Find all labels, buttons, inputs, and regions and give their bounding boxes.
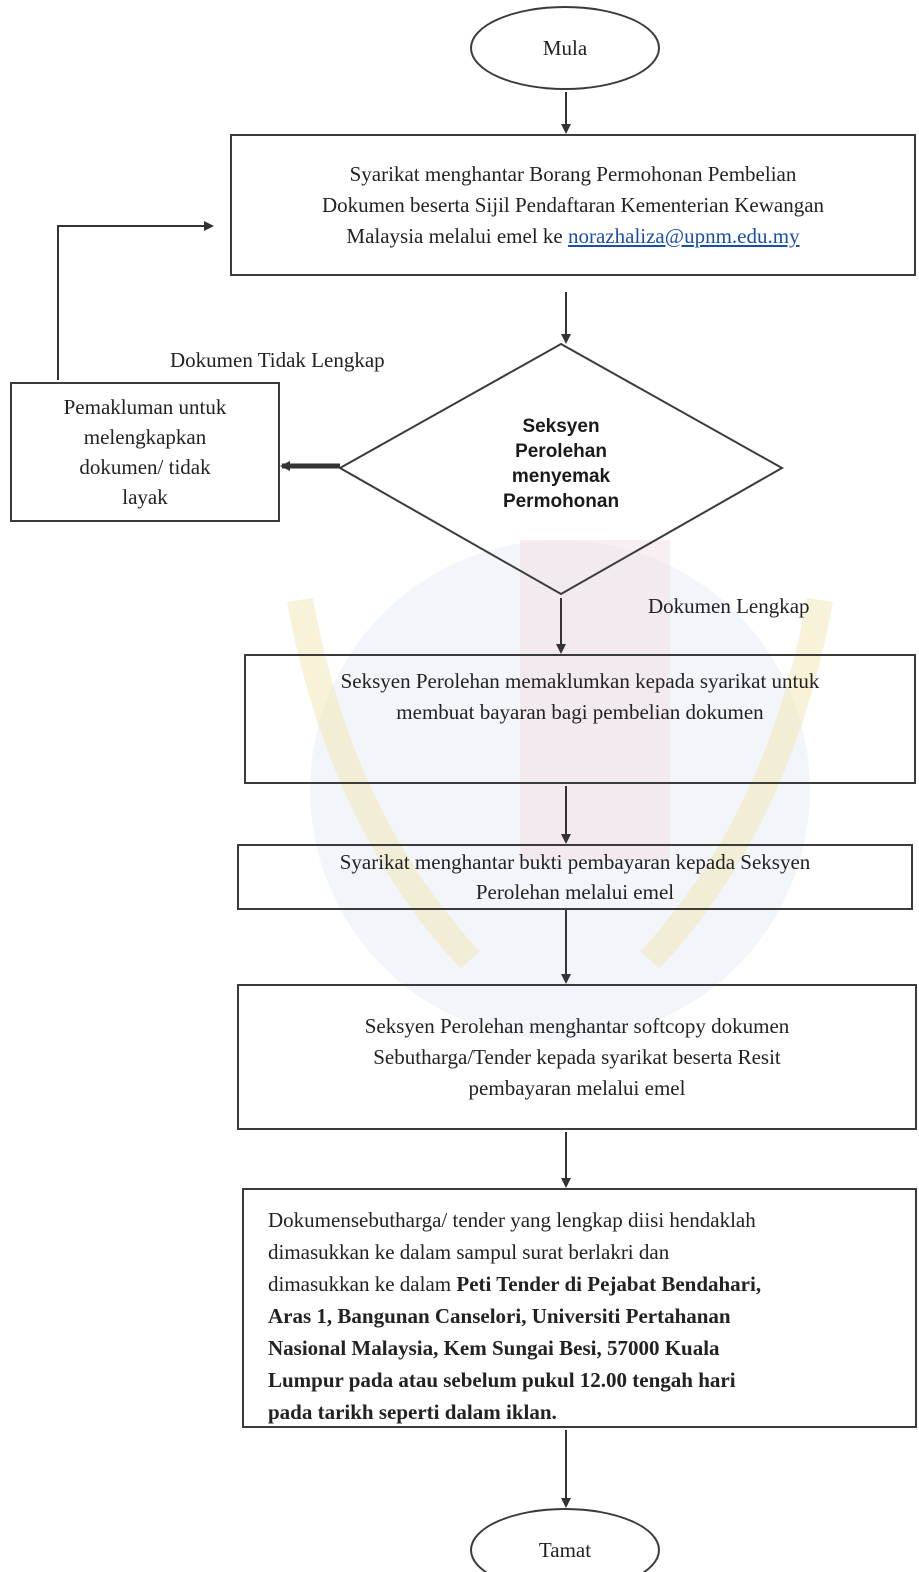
step3-line2: Perolehan melalui emel xyxy=(475,880,675,904)
step5-line3-bold: Peti Tender di Pejabat Bendahari, xyxy=(456,1272,762,1296)
start-terminal: Mula xyxy=(470,6,660,90)
email-link[interactable]: norazhaliza@upnm.edu.my xyxy=(567,223,800,248)
step-send-payment-proof: Syarikat menghantar bukti pembayaran kep… xyxy=(237,844,913,910)
step1-line2: Dokumen beserta Sijil Pendaftaran Kement… xyxy=(321,192,825,217)
step5-line4: Aras 1, Bangunan Canselori, Universiti P… xyxy=(268,1304,731,1328)
step4-line1: Seksyen Perolehan menghantar softcopy do… xyxy=(364,1013,790,1038)
notify-line4: layak xyxy=(122,485,168,509)
step1-line3-text: Malaysia melalui emel ke xyxy=(346,223,563,248)
step5-line5: Nasional Malaysia, Kem Sungai Besi, 5700… xyxy=(268,1336,720,1360)
decision-diamond-shape xyxy=(337,342,785,596)
start-label: Mula xyxy=(542,35,588,60)
step-notify-payment: Seksyen Perolehan memaklumkan kepada sya… xyxy=(244,654,916,784)
step5-line1: Dokumensebutharga/ tender yang lengkap d… xyxy=(268,1208,756,1232)
step4-line3: pembayaran melalui emel xyxy=(468,1075,686,1100)
step5-line3: dimasukkan ke dalam Peti Tender di Pejab… xyxy=(268,1268,761,1300)
notify-line3: dokumen/ tidak xyxy=(79,455,211,479)
decision-line3: menyemak xyxy=(511,466,611,487)
label-complete: Dokumen Lengkap xyxy=(648,594,810,618)
step1-line1: Syarikat menghantar Borang Permohonan Pe… xyxy=(349,161,797,186)
step5-line7: pada tarikh seperti dalam iklan. xyxy=(268,1400,557,1424)
arrow-notify-to-step1 xyxy=(57,221,214,380)
step5-line2: dimasukkan ke dalam sampul surat berlakr… xyxy=(268,1240,670,1264)
label-incomplete: Dokumen Tidak Lengkap xyxy=(170,348,385,372)
step4-line2: Sebutharga/Tender kepada syarikat besert… xyxy=(373,1044,781,1069)
step2-line2: membuat bayaran bagi pembelian dokumen xyxy=(396,700,764,724)
notify-line1: Pemakluman untuk xyxy=(63,395,227,419)
step-send-softcopy: Seksyen Perolehan menghantar softcopy do… xyxy=(237,984,917,1130)
step-submit-application: Syarikat menghantar Borang Permohonan Pe… xyxy=(230,134,916,276)
step2-line1: Seksyen Perolehan memaklumkan kepada sya… xyxy=(340,669,820,693)
notify-line2: melengkapkan xyxy=(83,425,207,449)
step5-line6: Lumpur pada atau sebelum pukul 12.00 ten… xyxy=(268,1368,736,1392)
step-submit-tender: Dokumensebutharga/ tender yang lengkap d… xyxy=(242,1188,917,1428)
decision-line4: Permohonan xyxy=(502,491,620,512)
decision-text: Seksyen Perolehan menyemak Permohonan xyxy=(430,404,692,524)
step1-line3: Malaysia melalui emel ke norazhaliza@upn… xyxy=(346,221,799,252)
decision-line2: Perolehan xyxy=(515,441,607,462)
decision-line1: Seksyen xyxy=(522,416,600,437)
step3-line1: Syarikat menghantar bukti pembayaran kep… xyxy=(339,850,811,874)
end-label: Tamat xyxy=(538,1537,592,1562)
step5-line3-text: dimasukkan ke dalam xyxy=(268,1272,452,1296)
step-notify-incomplete: Pemakluman untuk melengkapkan dokumen/ t… xyxy=(10,382,280,522)
